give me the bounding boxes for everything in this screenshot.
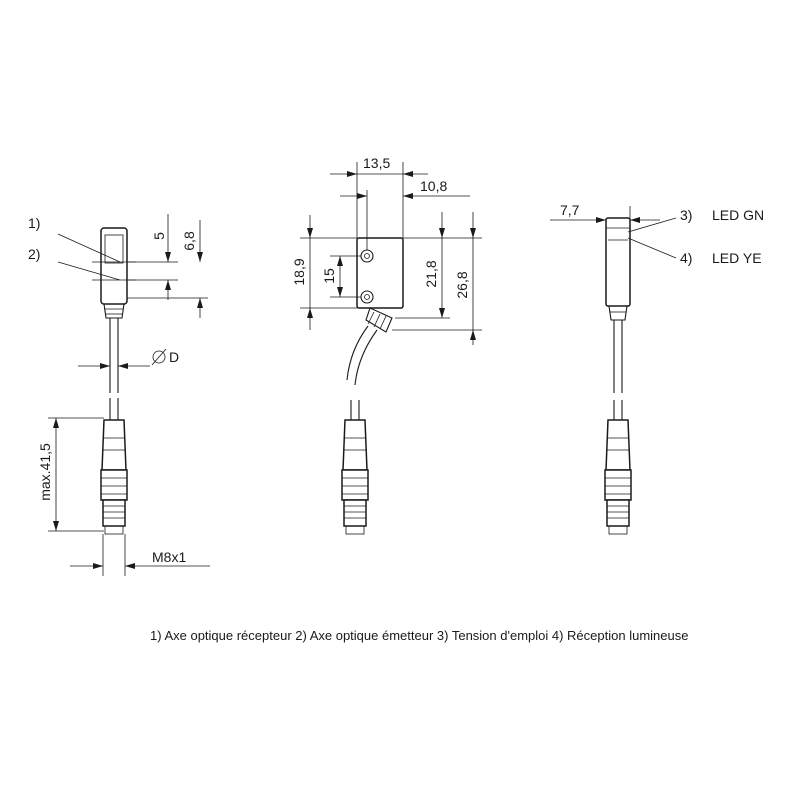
- side-dim-21-8: 21,8: [423, 260, 439, 287]
- side-dim-18-9: 18,9: [291, 258, 307, 285]
- side-strain-relief: [365, 307, 393, 333]
- top-dim-7-7: 7,7: [560, 202, 580, 218]
- top-sensor-body: [605, 217, 631, 307]
- top-view: 7,7 3) LED GN 4) LED YE: [550, 202, 764, 393]
- side-cable-left: [346, 325, 369, 381]
- left-connector-body: [101, 419, 127, 471]
- legend-text: 1) Axe optique récepteur 2) Axe optique …: [150, 628, 689, 643]
- side-cable-right: [354, 329, 378, 386]
- left-connector: max.41,5 M8x1: [37, 398, 210, 576]
- callout-3: 3): [680, 207, 692, 223]
- front-strain-relief: [103, 303, 125, 319]
- front-dim-6-8: 6,8: [181, 231, 197, 251]
- front-sensor-body: [100, 227, 128, 305]
- front-dim-diameter: D: [169, 349, 179, 365]
- side-view: 13,5 10,8 18,9 15 21,8 26,8: [291, 155, 482, 386]
- callout-4: 4): [680, 250, 692, 266]
- left-dim-max-41-5: max.41,5: [37, 443, 53, 501]
- right-connector: [604, 400, 632, 535]
- front-dim-5: 5: [151, 232, 167, 240]
- right-connector-body: [605, 419, 631, 471]
- callout-2: 2): [28, 246, 40, 262]
- led-yellow-label: LED YE: [712, 250, 762, 266]
- front-view: 5 6,8 1) 2) D: [28, 214, 208, 393]
- left-dim-m8x1: M8x1: [152, 549, 186, 565]
- led-green-label: LED GN: [712, 207, 764, 223]
- front-sensor-window: [104, 234, 124, 264]
- side-dim-10-8: 10,8: [420, 178, 447, 194]
- diameter-symbol-icon: [152, 350, 166, 364]
- right-connector-nut: [604, 469, 632, 501]
- side-dim-15: 15: [321, 268, 337, 284]
- callout-4-leader: [627, 237, 677, 259]
- callout-2-leader: [57, 261, 121, 281]
- callout-1-leader: [57, 233, 121, 263]
- middle-connector-nut: [341, 469, 369, 501]
- side-sensor-body: [356, 237, 404, 309]
- middle-connector-thread: [343, 499, 367, 527]
- middle-connector: [341, 400, 369, 535]
- middle-connector-body: [342, 419, 368, 471]
- callout-3-leader: [627, 217, 677, 233]
- side-dim-13-5: 13,5: [363, 155, 390, 171]
- top-strain-relief: [608, 305, 628, 321]
- callout-1: 1): [28, 215, 40, 231]
- side-dim-26-8: 26,8: [454, 271, 470, 298]
- right-connector-thread: [606, 499, 630, 527]
- left-connector-nut: [100, 469, 128, 501]
- left-connector-thread: [102, 499, 126, 527]
